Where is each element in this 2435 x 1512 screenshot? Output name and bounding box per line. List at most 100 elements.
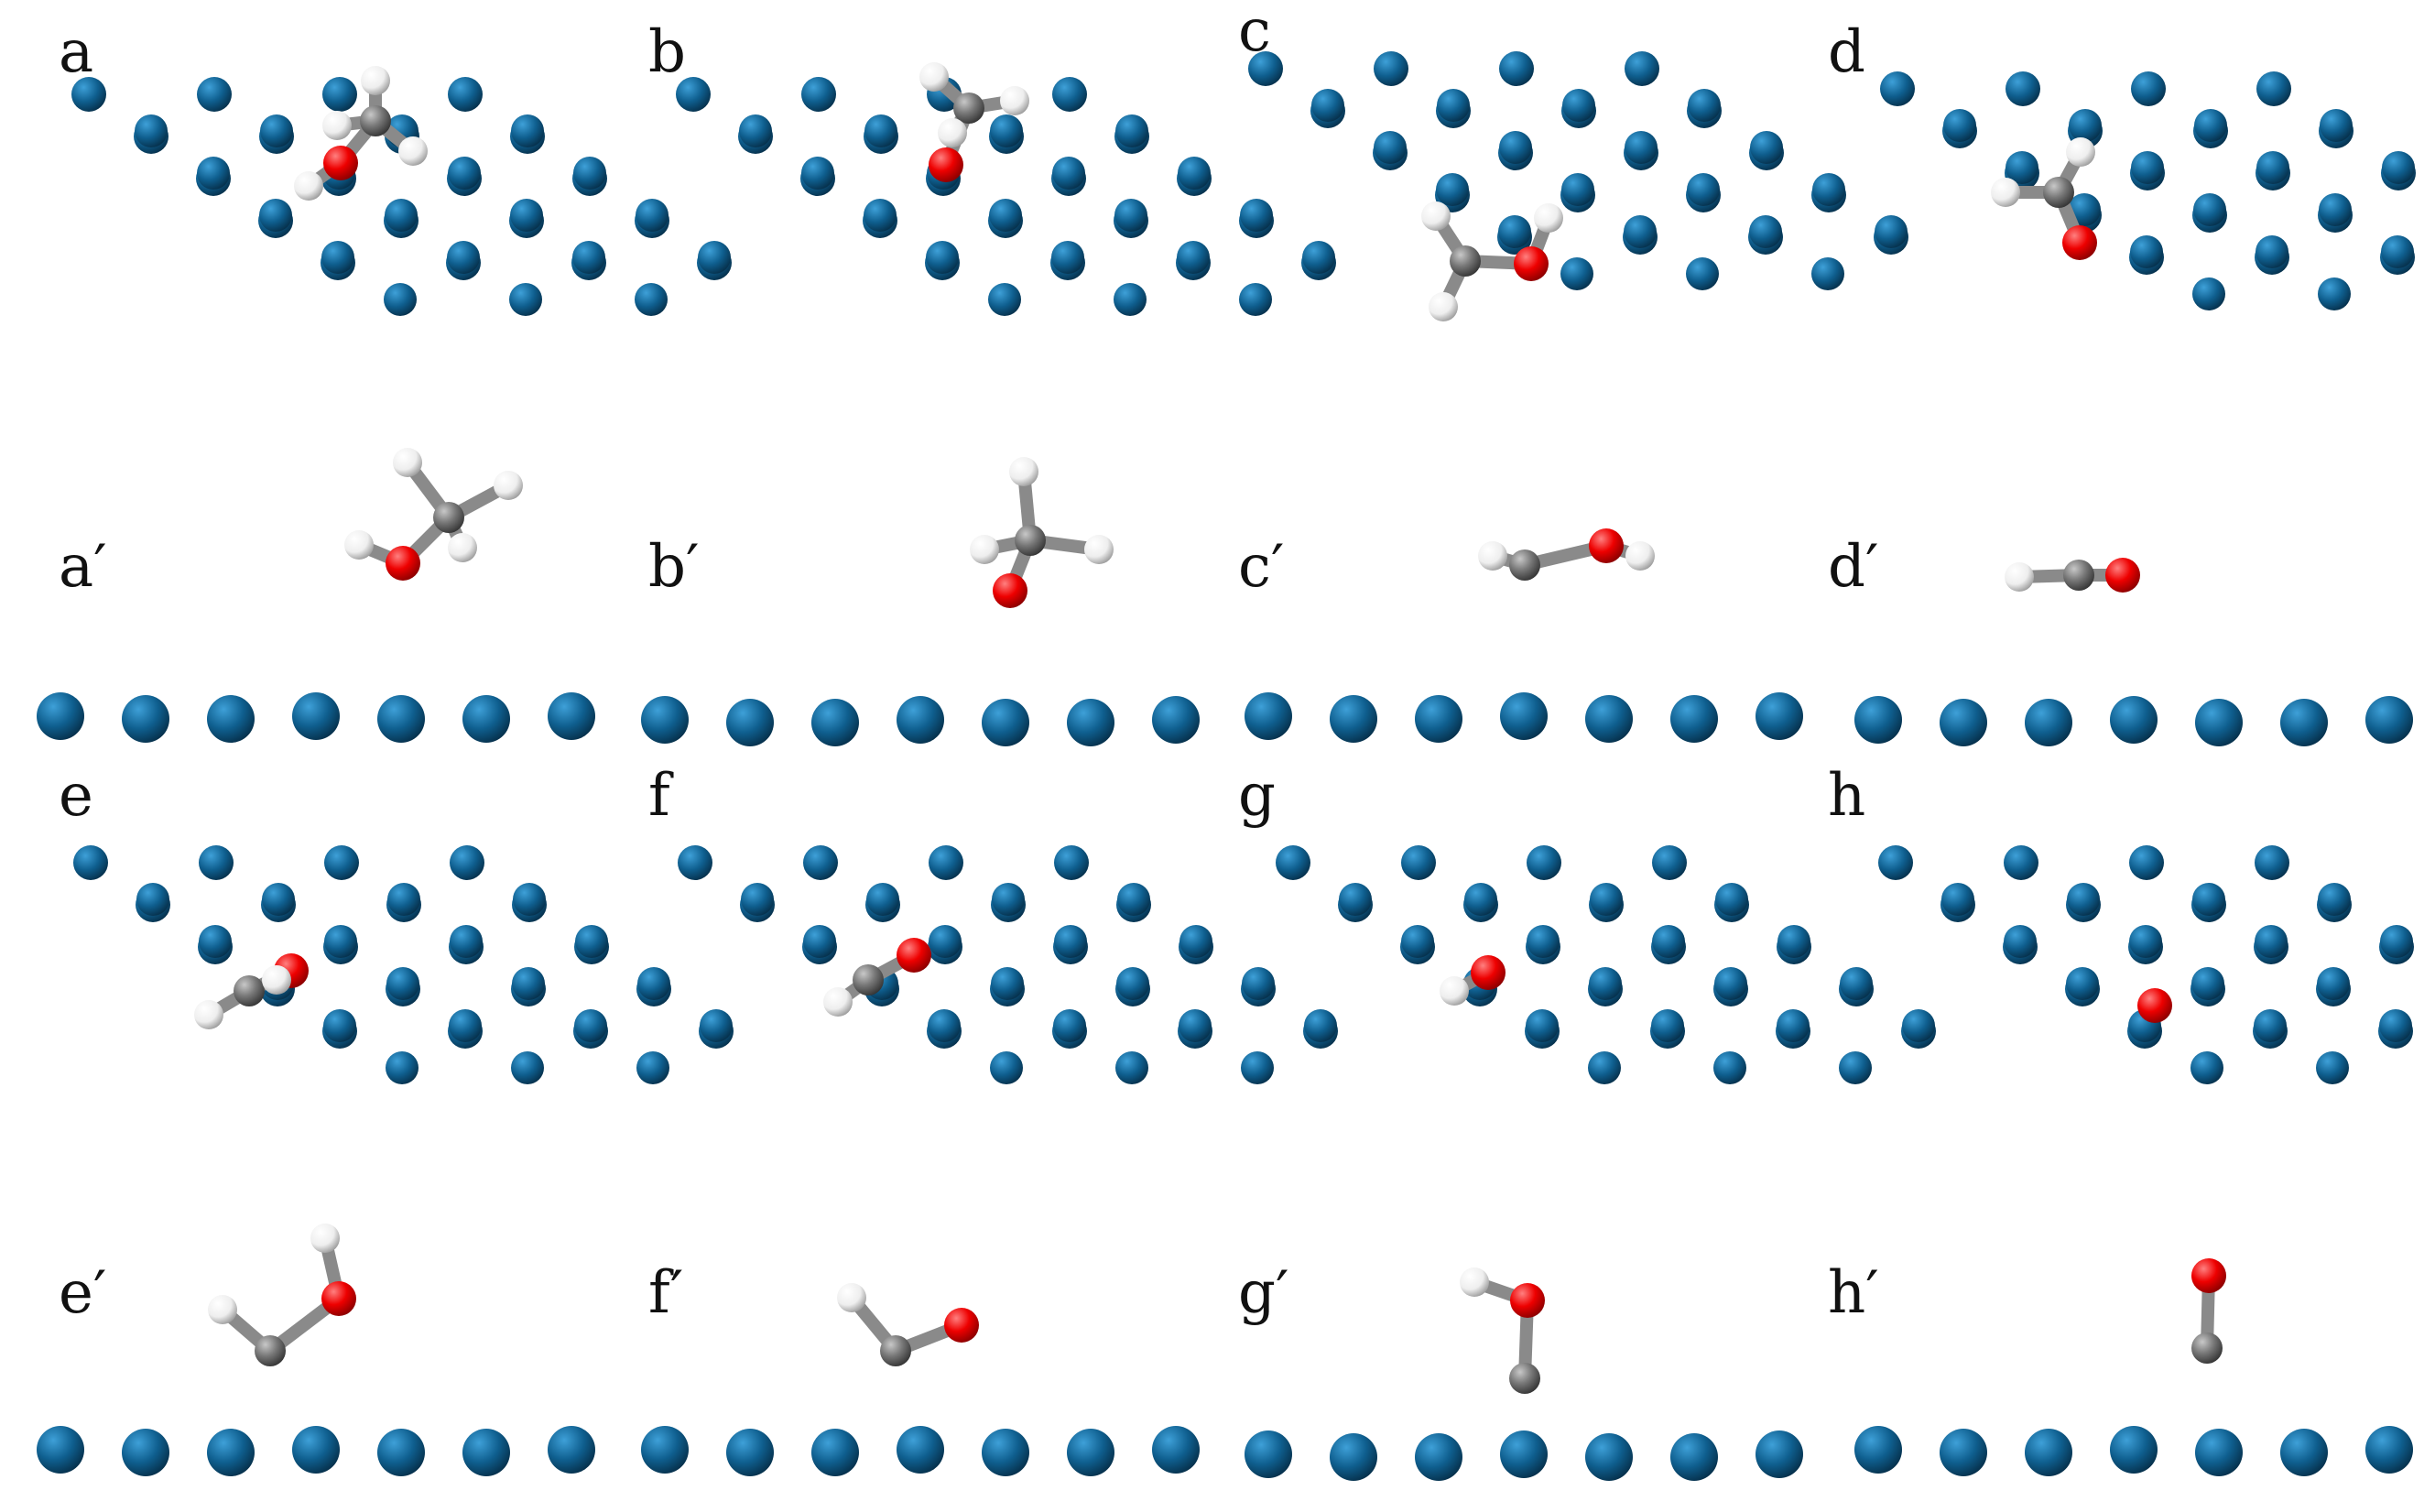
- carbon-atom: [880, 1335, 911, 1366]
- metal-atom: [447, 241, 480, 274]
- metal-atom: [1241, 1051, 1274, 1084]
- metal-atom: [1051, 241, 1084, 274]
- metal-atom: [698, 241, 731, 274]
- metal-atom: [510, 199, 543, 232]
- metal-atom: [1585, 695, 1633, 743]
- metal-atom: [2129, 925, 2162, 958]
- metal-atom: [1053, 1009, 1086, 1042]
- metal-atom: [260, 114, 293, 147]
- metal-atom: [197, 157, 230, 190]
- metal-atom: [1624, 215, 1657, 248]
- metal-atom: [1526, 1009, 1559, 1042]
- metal-atom: [1811, 257, 1844, 290]
- hydrogen-atom: [837, 1283, 866, 1312]
- metal-atom: [1276, 845, 1310, 880]
- metal-atom: [1067, 699, 1114, 746]
- metal-atom: [2190, 1051, 2223, 1084]
- metal-atom: [448, 77, 483, 112]
- hydrogen-atom: [322, 111, 352, 140]
- metal-atom: [448, 157, 481, 190]
- surface-top-view-h: [1878, 845, 2414, 1084]
- metal-atom: [71, 77, 106, 112]
- metal-atom: [2192, 883, 2225, 916]
- panel-label-c-prime: c′: [1238, 533, 1284, 601]
- metal-atom: [574, 1009, 607, 1042]
- metal-atom: [1750, 131, 1783, 164]
- metal-atom: [2131, 71, 2166, 106]
- hydrogen-atom: [2066, 137, 2095, 167]
- oxygen-atom: [321, 1281, 356, 1316]
- metal-atom: [1311, 89, 1344, 122]
- metal-atom: [1415, 1433, 1462, 1481]
- metal-atom: [572, 241, 605, 274]
- metal-atom: [636, 199, 669, 232]
- metal-atom: [678, 845, 712, 880]
- hydrogen-atom: [1440, 976, 1469, 1006]
- metal-atom: [801, 77, 836, 112]
- metal-atom: [2317, 967, 2350, 1000]
- metal-atom: [2280, 1429, 2328, 1476]
- metal-atom: [2193, 193, 2226, 226]
- metal-atom: [989, 199, 1022, 232]
- panel-label-b: b: [648, 18, 686, 86]
- metal-atom: [462, 695, 510, 743]
- hydrogen-atom: [1429, 292, 1458, 321]
- metal-atom: [1054, 845, 1089, 880]
- metal-atom: [741, 883, 774, 916]
- hydrogen-atom: [1460, 1267, 1489, 1297]
- metal-atom: [2006, 151, 2038, 184]
- metal-atom: [2256, 151, 2289, 184]
- metal-atom: [2365, 696, 2413, 744]
- metal-atom: [1248, 51, 1283, 86]
- metal-atom: [635, 283, 668, 316]
- metal-atom: [2318, 883, 2351, 916]
- metal-atom: [2195, 1429, 2243, 1476]
- metal-atom: [1943, 109, 1976, 142]
- carbon-atom: [1509, 549, 1540, 581]
- metal-atom: [641, 1426, 689, 1474]
- metal-atom: [1401, 845, 1436, 880]
- metal-atom: [1688, 89, 1721, 122]
- panel-label-f: f: [648, 762, 674, 830]
- metal-atom: [1686, 257, 1719, 290]
- metal-atom: [575, 925, 608, 958]
- hydrogen-atom: [393, 448, 422, 477]
- metal-atom: [1242, 967, 1275, 1000]
- metal-atom: [1117, 883, 1150, 916]
- metal-atom: [1590, 883, 1623, 916]
- metal-atom: [1179, 1009, 1212, 1042]
- metal-atom: [1498, 215, 1531, 248]
- metal-atom: [1527, 925, 1560, 958]
- metal-atom: [1339, 883, 1372, 916]
- carbon-atom: [853, 964, 884, 995]
- metal-atom: [1116, 967, 1149, 1000]
- metal-atom: [323, 1009, 356, 1042]
- molecule-top-view-c: [1421, 201, 1563, 321]
- metal-atom: [897, 696, 944, 744]
- panel-label-e: e: [59, 762, 93, 830]
- metal-atom: [2382, 151, 2415, 184]
- molecule-side-view-c: [1478, 528, 1655, 581]
- metal-atom: [803, 925, 836, 958]
- metal-atom: [637, 967, 670, 1000]
- metal-atom: [449, 1009, 482, 1042]
- metal-atom: [1840, 967, 1873, 1000]
- carbon-atom: [1015, 525, 1046, 556]
- hydrogen-atom: [1991, 178, 2020, 207]
- carbon-atom: [1450, 245, 1481, 277]
- molecule-side-view-h: [2191, 1258, 2226, 1364]
- metal-atom: [2025, 699, 2072, 746]
- oxygen-atom: [1471, 955, 1506, 990]
- metal-atom: [2381, 235, 2414, 268]
- metal-atom: [199, 925, 232, 958]
- surface-top-view-g: [1276, 845, 1936, 1084]
- metal-atom: [573, 157, 606, 190]
- metal-atom: [811, 699, 859, 746]
- oxygen-atom: [323, 146, 358, 180]
- metal-atom: [384, 283, 417, 316]
- surface-side-view-h: [1854, 1426, 2413, 1476]
- metal-atom: [73, 845, 108, 880]
- metal-atom: [122, 695, 169, 743]
- metal-atom: [292, 1426, 340, 1474]
- metal-atom: [513, 883, 546, 916]
